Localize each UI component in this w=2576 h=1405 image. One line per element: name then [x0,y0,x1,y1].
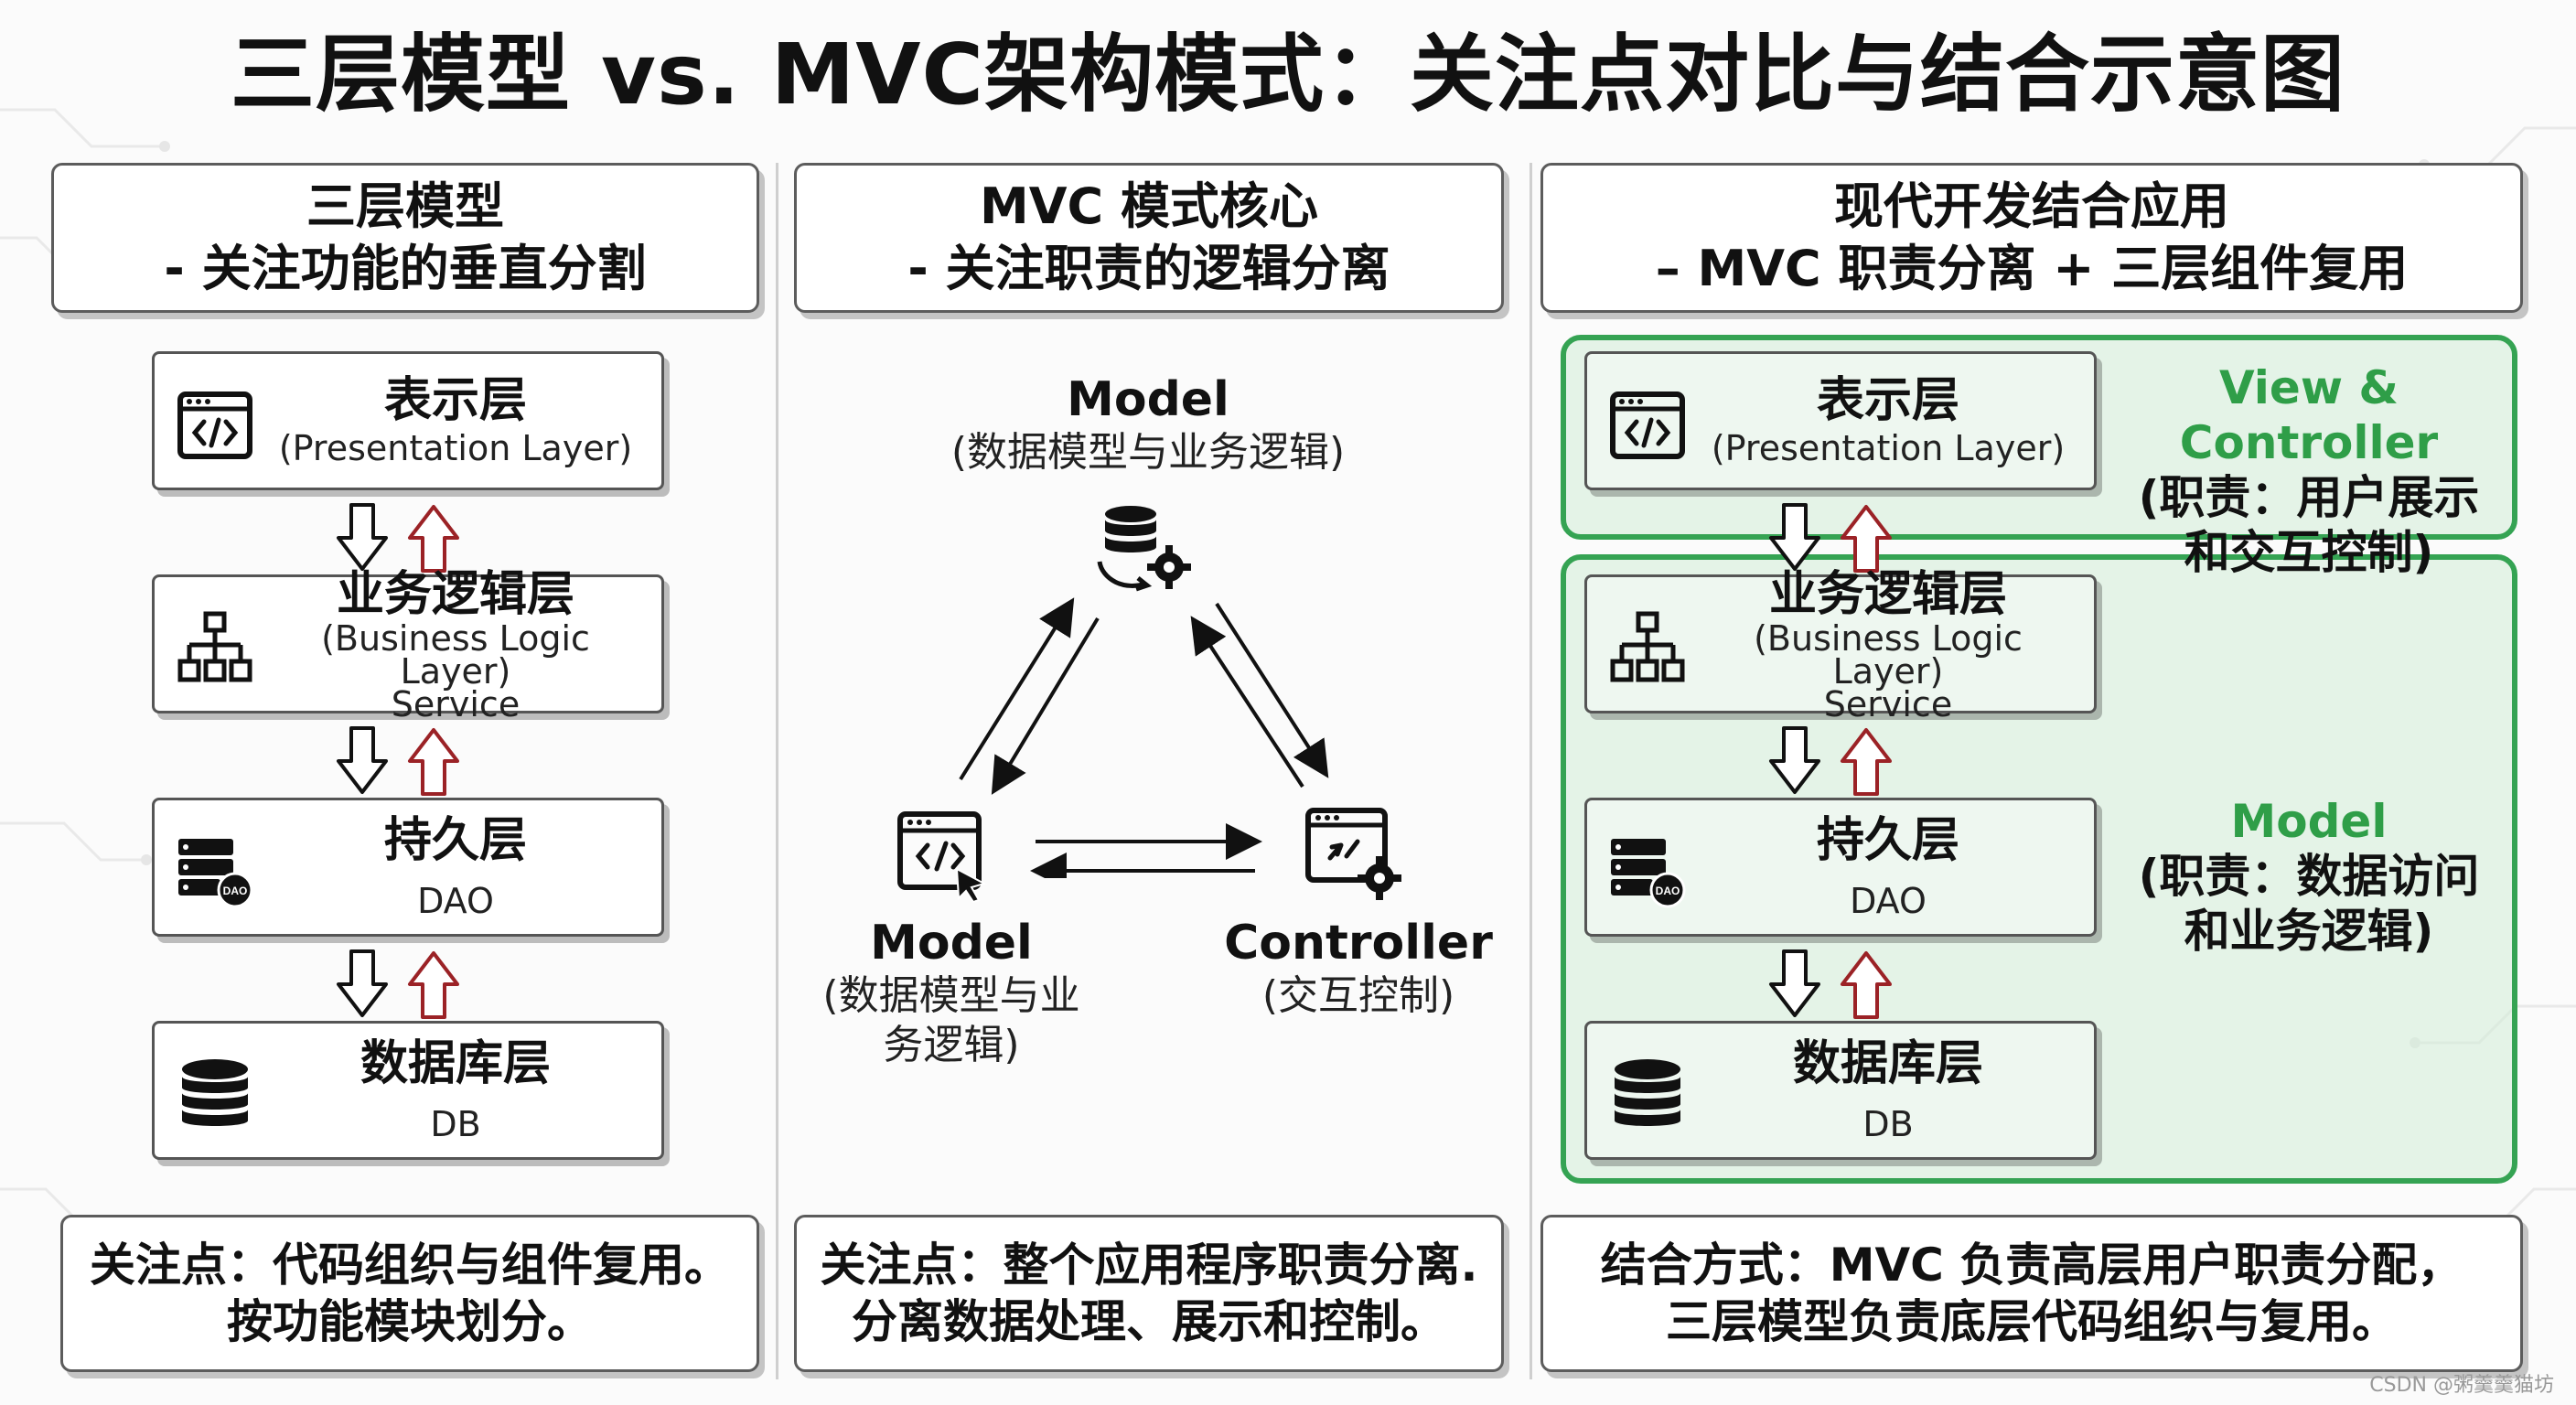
footer-line: 结合方式：MVC 负责高层用户职责分配， [1600,1239,2463,1292]
mvc-top-node-label: Model (数据模型与业务逻辑) [915,371,1381,477]
layer-name: 数据库层 [360,1036,551,1091]
database-layer-card: 数据库层 DB [1584,1021,2097,1160]
down-up-arrows-1 [1769,503,1892,573]
footer-line: 按功能模块划分。 [227,1295,593,1348]
view-controller-label: View & Controller (职责：用户展示 和交互控制) [2109,360,2508,580]
layer-name: 持久层 [383,813,527,868]
node-subtitle: 务逻辑) [883,1022,1020,1068]
mvc-left-node-label: Model (数据模型与业 务逻辑) [814,915,1089,1070]
layer-name: 表示层 [1816,373,1959,428]
business-logic-layer-card: 业务逻辑层 (Business Logic Layer) Service [1584,567,2097,722]
hierarchy-icon [1610,611,1685,682]
layer-name: 表示层 [383,373,527,428]
layer-name: 持久层 [1816,813,1959,868]
combined-header: 现代开发结合应用 – MVC 职责分离 + 三层组件复用 [1540,163,2523,313]
database-icon [182,1059,248,1126]
layer-alias: Service [391,684,521,724]
mvc-header: MVC 模式核心 - 关注职责的逻辑分离 [794,163,1504,313]
node-title: Model [1067,372,1229,427]
layer-name: 数据库层 [1792,1036,1983,1091]
layer-english-name: (Presentation Layer) [278,428,633,468]
header-subtitle: – MVC 职责分离 + 三层组件复用 [1655,240,2409,297]
down-up-arrows-2 [337,726,459,796]
layer-english-name: DB [430,1104,481,1144]
header-title: 三层模型 [306,177,504,235]
node-subtitle: (数据模型与业务逻辑) [950,429,1346,476]
server-dao-icon: DAO [178,839,253,908]
column-divider-right [1530,163,1532,1379]
database-gear-icon [1097,506,1191,592]
hierarchy-icon [177,611,252,682]
down-up-arrows-2 [1769,726,1892,796]
layer-english-name: (Business Logic Layer) [1754,618,2023,692]
footer-line: 关注点：整个应用程序职责分离. [820,1239,1478,1292]
database-layer-card: 数据库层 DB [152,1021,664,1160]
mvc-triangle-arrows [959,597,1329,878]
down-up-arrows-3 [337,949,459,1019]
column-divider-left [776,163,778,1379]
svg-text:DAO: DAO [223,885,248,897]
group-description: (职责：数据访问 [2138,850,2480,903]
group-title: Model [2230,795,2388,848]
node-title: Controller [1224,916,1493,971]
header-title: MVC 模式核心 [980,177,1318,235]
watermark-credit: CSDN @粥羹羹猫坊 [2369,1374,2554,1397]
layer-english-name: DB [1862,1104,1914,1144]
footer-line: 分离数据处理、展示和控制。 [852,1295,1446,1348]
header-subtitle: - 关注职责的逻辑分离 [907,240,1390,297]
business-logic-layer-card: 业务逻辑层 (Business Logic Layer) Service [152,567,664,722]
layer-name: 业务逻辑层 [1768,567,2007,622]
layer-name: 业务逻辑层 [336,567,574,622]
page-title: 三层模型 vs. MVC架构模式：关注点对比与结合示意图 [230,26,2345,123]
model-group-label: Model (职责：数据访问 和业务逻辑) [2109,794,2508,959]
group-description: 和交互控制) [2184,526,2434,579]
window-gear-icon [1305,808,1401,900]
layer-english-name: DAO [1850,881,1927,921]
persistence-layer-card: DAO 持久层 DAO [152,798,664,937]
header-subtitle: - 关注功能的垂直分割 [164,240,647,297]
group-title: View & Controller [2179,361,2439,469]
down-up-arrows-1 [337,503,459,573]
layer-english-name: DAO [417,881,494,921]
layer-english-name: (Business Logic Layer) [321,618,590,692]
persistence-layer-card: DAO 持久层 DAO [1584,798,2097,937]
layer-english-name: (Presentation Layer) [1711,428,2066,468]
code-window-cursor-icon [897,811,987,904]
mvc-footer: 关注点：整个应用程序职责分离. 分离数据处理、展示和控制。 [794,1215,1504,1372]
svg-text:DAO: DAO [1656,885,1680,897]
header-title: 现代开发结合应用 [1834,177,2229,235]
three-tier-footer: 关注点：代码组织与组件复用。 按功能模块划分。 [60,1215,759,1372]
presentation-layer-card: 表示层 (Presentation Layer) [1584,351,2097,490]
presentation-layer-card: 表示层 (Presentation Layer) [152,351,664,490]
mvc-right-node-label: Controller (交互控制) [1208,915,1509,1021]
layer-alias: Service [1823,684,1953,724]
footer-line: 三层模型负责底层代码组织与复用。 [1666,1295,2398,1348]
footer-line: 关注点：代码组织与组件复用。 [90,1239,730,1292]
three-tier-header: 三层模型 - 关注功能的垂直分割 [51,163,759,313]
group-description: (职责：用户展示 [2138,471,2480,524]
server-dao-icon: DAO [1611,839,1686,908]
code-window-icon [1610,391,1685,459]
node-title: Model [870,916,1033,971]
code-window-icon [177,391,252,459]
database-icon [1615,1059,1680,1126]
node-subtitle: (交互控制) [1261,972,1455,1019]
combined-footer: 结合方式：MVC 负责高层用户职责分配， 三层模型负责底层代码组织与复用。 [1540,1215,2523,1372]
down-up-arrows-3 [1769,949,1892,1019]
node-subtitle: (数据模型与业 [822,972,1080,1019]
group-description: 和业务逻辑) [2184,905,2434,958]
